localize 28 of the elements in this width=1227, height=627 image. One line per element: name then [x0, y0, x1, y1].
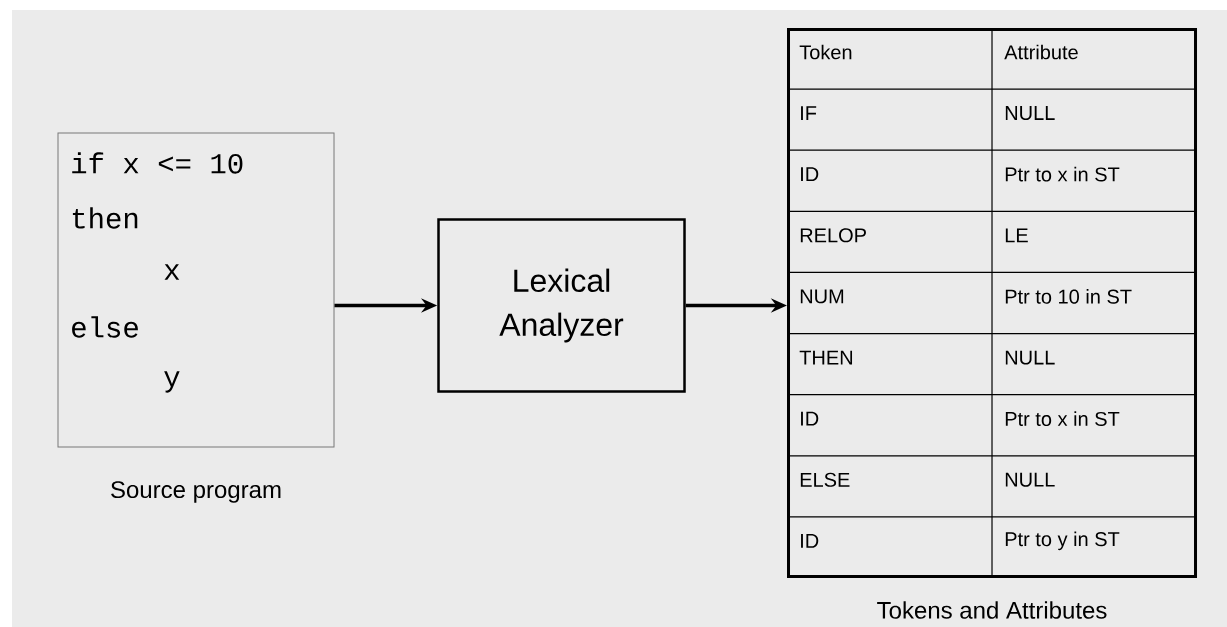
- table-cell: ID: [801, 411, 819, 426]
- table-cell: Ptr to y in ST: [1005, 531, 1120, 551]
- node-label: Tokens and Attributes: [877, 601, 1107, 619]
- code-line: x: [164, 264, 180, 280]
- table-cell: NULL: [1005, 106, 1055, 121]
- process-box: Lexical Analyzer: [437, 218, 686, 393]
- code-line: if x <= 10: [72, 152, 243, 174]
- table-cell: Attribute: [1004, 44, 1078, 60]
- table-cell: LE: [1005, 228, 1028, 243]
- table-cell: NUM: [800, 289, 844, 304]
- source-code-box: [57, 132, 335, 448]
- table-cell: ID: [801, 534, 819, 548]
- table-cell: ID: [801, 167, 819, 182]
- table-cell: IF: [801, 106, 817, 120]
- table-cell: Token: [799, 44, 852, 60]
- table-cell: RELOP: [800, 228, 866, 243]
- node-label: Source program: [111, 481, 281, 503]
- table-cell: Ptr to x in ST: [1005, 166, 1120, 182]
- table-cell: Ptr to x in ST: [1005, 411, 1120, 427]
- table-cell: ELSE: [800, 472, 850, 487]
- code-line: y: [164, 371, 180, 393]
- table-cell: Ptr to 10 in ST: [1005, 289, 1132, 304]
- table-cell: NULL: [1005, 350, 1055, 365]
- table-cell: NULL: [1005, 472, 1055, 487]
- token-table: [786, 27, 1198, 579]
- code-line: then: [72, 207, 138, 229]
- table-cell: THEN: [799, 350, 852, 365]
- code-line: else: [72, 316, 138, 338]
